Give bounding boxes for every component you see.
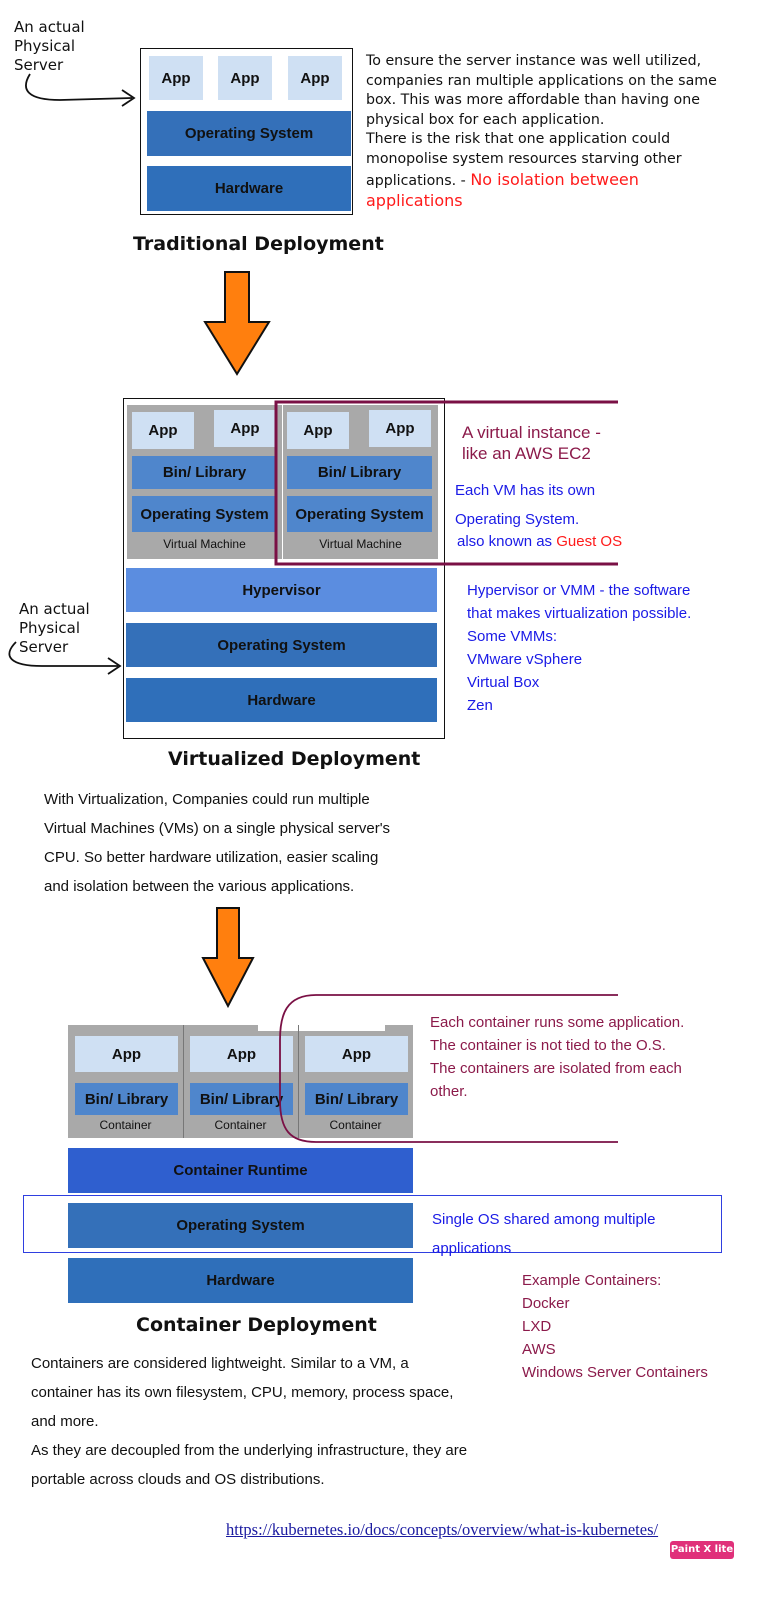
container-divider bbox=[298, 1025, 299, 1138]
guest-os-block: Operating System bbox=[287, 496, 432, 532]
container-note: Each container runs some application. Th… bbox=[430, 1014, 685, 1100]
app-block: App bbox=[75, 1036, 178, 1072]
vm-note: A virtual instance - like an AWS EC2 bbox=[462, 423, 601, 463]
traditional-title: Traditional Deployment bbox=[133, 233, 384, 255]
traditional-description: To ensure the server instance was well u… bbox=[366, 52, 751, 211]
paint-x-lite-badge: Paint X lite bbox=[670, 1541, 734, 1559]
container-description: Containers are considered lightweight. S… bbox=[31, 1355, 468, 1488]
container-notch bbox=[258, 1023, 385, 1031]
example-containers-note: Example Containers: Docker LXD AWS Windo… bbox=[522, 1272, 708, 1381]
app-block: App bbox=[218, 56, 272, 100]
app-block: App bbox=[149, 56, 203, 100]
container-divider bbox=[183, 1025, 184, 1138]
bin-library-block: Bin/ Library bbox=[132, 456, 277, 489]
down-arrow-icon bbox=[201, 907, 255, 1009]
single-os-highlight-frame bbox=[23, 1195, 722, 1253]
guest-os-block: Operating System bbox=[132, 496, 277, 532]
vm-label: Virtual Machine bbox=[319, 537, 402, 551]
bin-library-block: Bin/ Library bbox=[190, 1083, 293, 1115]
virtualized-description: With Virtualization, Companies could run… bbox=[44, 791, 391, 895]
virtualized-title: Virtualized Deployment bbox=[168, 748, 421, 770]
hardware-block: Hardware bbox=[147, 166, 351, 211]
vm-label: Virtual Machine bbox=[163, 537, 246, 551]
hardware-block: Hardware bbox=[126, 678, 437, 722]
app-block: App bbox=[214, 410, 276, 447]
single-os-note: Single OS shared among multiple applicat… bbox=[432, 1211, 656, 1257]
no-isolation-highlight: No isolation between bbox=[470, 169, 639, 189]
down-arrow-icon bbox=[203, 271, 271, 376]
guest-os-note: Each VM has its own Operating System. al… bbox=[455, 482, 623, 550]
operating-system-block: Operating System bbox=[147, 111, 351, 156]
app-block: App bbox=[190, 1036, 293, 1072]
app-block: App bbox=[287, 412, 349, 449]
traditional-side-label: An actual Physical Server bbox=[14, 18, 85, 74]
app-block: App bbox=[288, 56, 342, 100]
container-label: Container bbox=[214, 1118, 267, 1132]
hardware-block: Hardware bbox=[68, 1258, 413, 1303]
container-label: Container bbox=[99, 1118, 152, 1132]
app-block: App bbox=[305, 1036, 408, 1072]
pointer-arrow-icon bbox=[25, 73, 136, 107]
container-highlight-bracket bbox=[279, 994, 618, 1143]
app-block: App bbox=[132, 412, 194, 449]
vm-highlight-bracket bbox=[274, 400, 618, 566]
app-block: App bbox=[369, 410, 431, 447]
host-os-block: Operating System bbox=[126, 623, 437, 667]
container-runtime-block: Container Runtime bbox=[68, 1148, 413, 1193]
operating-system-block: Operating System bbox=[68, 1203, 413, 1248]
guest-os-highlight: Guest OS bbox=[556, 533, 623, 550]
bin-library-block: Bin/ Library bbox=[75, 1083, 178, 1115]
hypervisor-block: Hypervisor bbox=[126, 568, 437, 612]
bin-library-block: Bin/ Library bbox=[305, 1083, 408, 1115]
hypervisor-note: Hypervisor or VMM - the software that ma… bbox=[467, 582, 692, 714]
container-label: Container bbox=[329, 1118, 382, 1132]
virtualized-side-label: An actual Physical Server bbox=[19, 600, 90, 656]
kubernetes-docs-link[interactable]: https://kubernetes.io/docs/concepts/over… bbox=[226, 1520, 659, 1539]
pointer-arrow-icon bbox=[8, 641, 122, 675]
bin-library-block: Bin/ Library bbox=[287, 456, 432, 489]
no-isolation-highlight-2: applications bbox=[366, 191, 463, 211]
container-title: Container Deployment bbox=[136, 1314, 377, 1336]
